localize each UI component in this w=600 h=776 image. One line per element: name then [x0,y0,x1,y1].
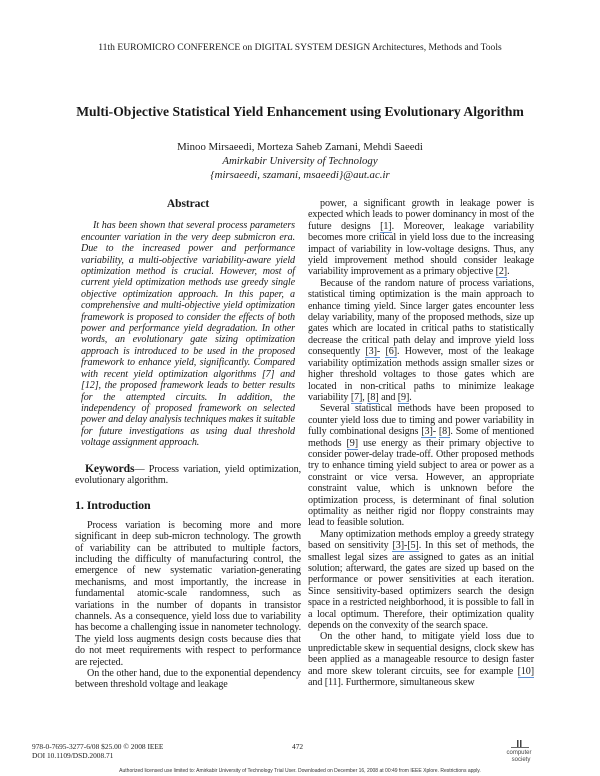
paragraph: Several statistical methods have been pr… [308,403,534,528]
keywords: Keywords— Process variation, yield optim… [75,461,301,487]
citation-link[interactable]: [1] [380,220,392,233]
citation-link[interactable]: [10] [517,665,534,678]
left-column: Abstract It has been shown that several … [75,197,301,691]
computer-society-logo: computer society [495,739,537,765]
abstract-text: It has been shown that several process p… [81,220,295,449]
citation-link[interactable]: [6] [385,346,397,359]
paragraph-text: Several statistical methods have been pr… [308,403,534,438]
paragraph-text: . Some of mentioned methods [308,426,534,449]
paragraph-text: power, a significant growth in leakage p… [308,198,534,232]
citation-link[interactable]: [3]- [365,346,381,359]
citation-link[interactable]: [3]- [421,426,436,439]
citation-link[interactable]: [2] [495,266,508,279]
paragraph: Because of the random nature of process … [308,277,534,404]
svg-text:computer: computer [506,750,531,756]
footer-left: 978-0-7695-3277-6/08 $25.00 © 2008 IEEE … [32,742,163,761]
paragraph-text: . Moreover, leakage variability becomes … [308,220,534,278]
authorization-notice: Authorized licensed use limited to: Amir… [119,768,481,774]
paragraph-text: . However, most of the leakage variabili… [308,346,534,403]
paragraph-text: , [362,391,368,403]
paragraph-text: Process variation is becoming more and m… [75,519,301,668]
abstract-heading: Abstract [166,197,210,210]
paragraph-text: . In this set of methods, the smallest l… [308,540,534,632]
section-heading-introduction: 1. Introduction [75,498,151,513]
right-column: power, a significant growth in leakage p… [308,198,534,688]
svg-text:society: society [512,757,531,763]
author-emails: {mirsaeedi, szamani, msaeedi}@aut.ac.ir [210,169,390,181]
citation-link[interactable]: [3]-[5] [392,540,419,553]
paragraph: power, a significant growth in leakage p… [308,198,534,279]
page-number: 472 [292,742,304,751]
paragraph: On the other hand, due to the exponentia… [75,668,301,691]
citation-link[interactable]: [8] [367,391,379,404]
paragraph-text: Many optimization methods employ a greed… [308,528,534,552]
affiliation: Amirkabir University of Technology [222,155,378,167]
citation-link[interactable]: [8] [438,426,451,439]
paragraph: On the other hand, to mitigate yield los… [308,631,534,688]
paragraph-text: On the other hand, due to the exponentia… [75,668,301,691]
paragraph-text: . [409,391,412,403]
author-list: Minoo Mirsaeedi, Morteza Saheb Zamani, M… [177,141,423,153]
paragraph-text: use energy as their primary objective to… [308,437,534,529]
citation-link[interactable]: [9] [397,391,410,404]
keywords-label: Keywords [85,461,135,475]
introduction-body-left: Process variation is becoming more and m… [75,520,301,691]
keywords-text: — Process variation, yield optimization,… [75,463,301,486]
conference-header: 11th EUROMICRO CONFERENCE on DIGITAL SYS… [98,42,502,53]
paragraph-text: Because of the random nature of process … [308,277,534,358]
doi-line: DOI 10.1109/DSD.2008.71 [32,751,114,761]
abstract: It has been shown that several process p… [75,220,301,448]
citation-link[interactable]: [9] [346,437,358,450]
paragraph-text: and [11]. Furthermore, simultaneous skew [308,677,475,689]
paragraph-text: and [378,391,398,403]
paragraph: Process variation is becoming more and m… [75,520,301,668]
paragraph: Many optimization methods employ a greed… [308,529,534,632]
citation-link[interactable]: [7] [350,391,363,404]
paper-title: Multi-Objective Statistical Yield Enhanc… [76,104,524,119]
paragraph-text: . [507,266,510,278]
isbn-line: 978-0-7695-3277-6/08 $25.00 © 2008 IEEE [32,742,164,751]
paragraph-text: On the other hand, to mitigate yield los… [308,631,534,677]
